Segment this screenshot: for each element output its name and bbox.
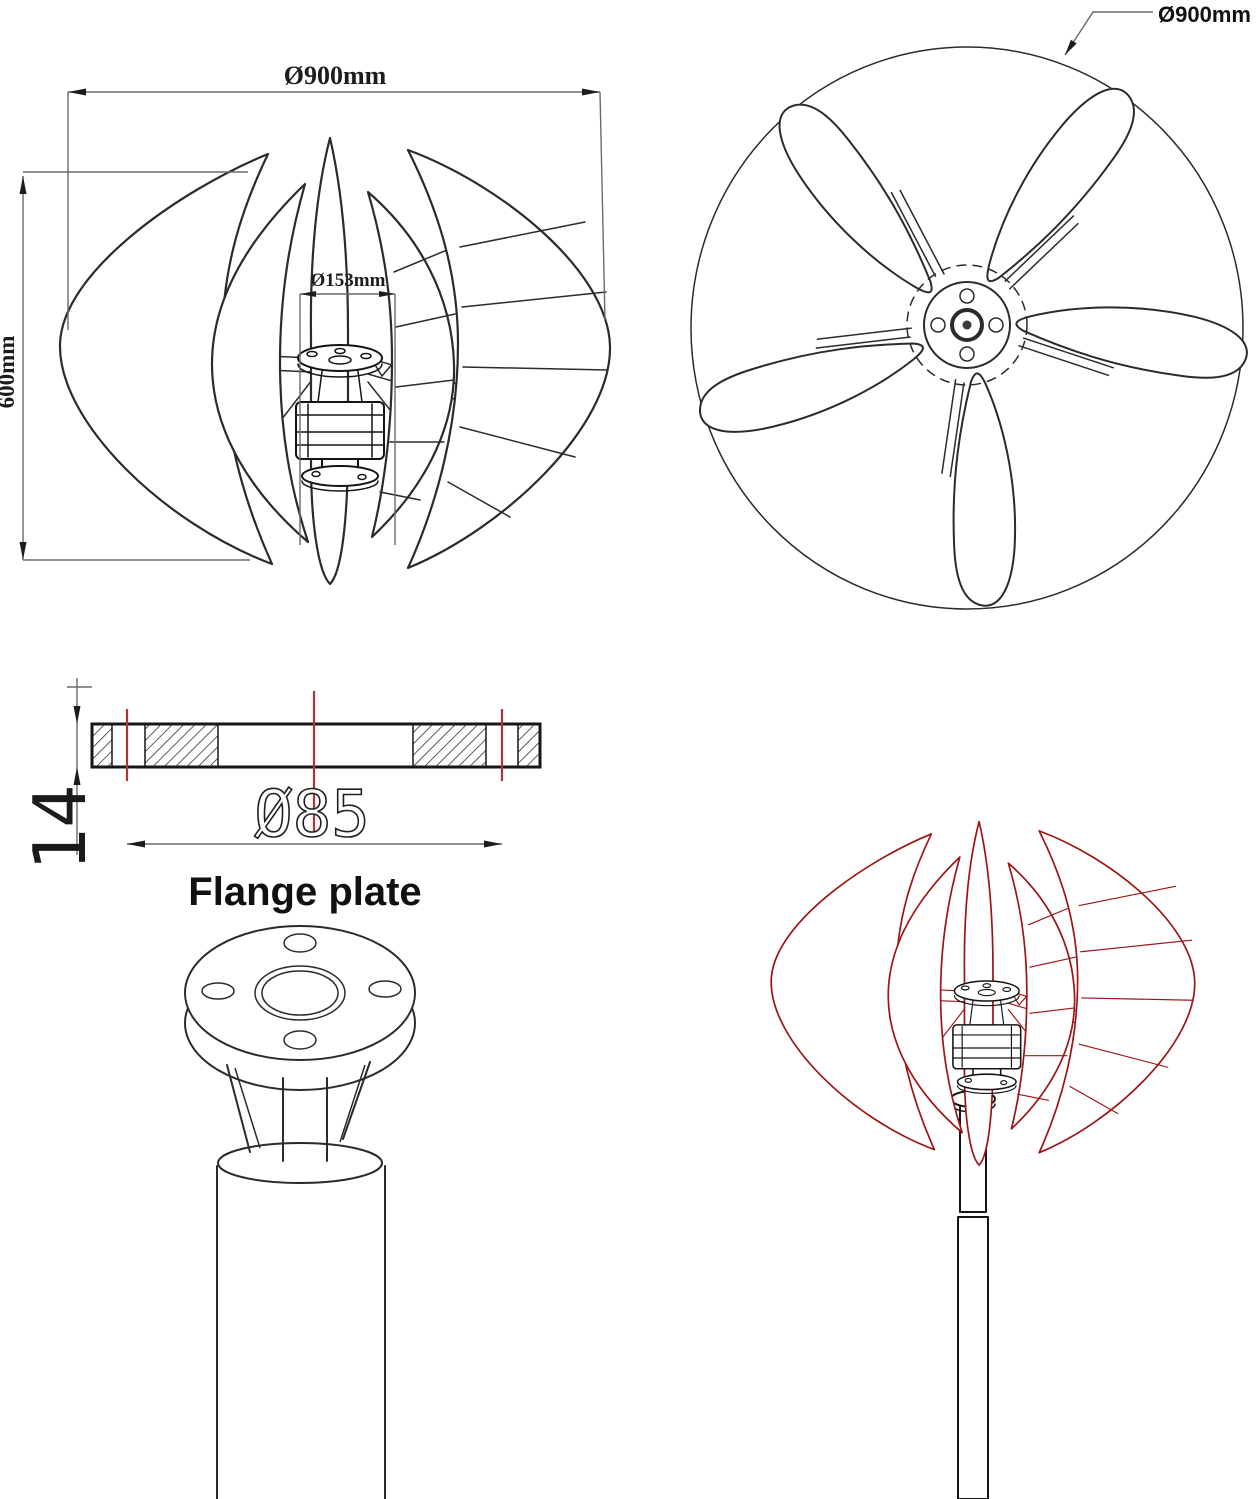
mount-cone xyxy=(226,1061,371,1162)
dim-width-900: Ø900mm xyxy=(67,61,606,330)
dim-label-height: 600mm xyxy=(0,336,19,409)
flange-caption: Flange plate xyxy=(188,870,421,914)
dim-top-diameter: Ø900mm xyxy=(1064,2,1251,56)
mast-pole xyxy=(957,1099,989,1499)
hatch-mid-left xyxy=(144,723,219,768)
dim-label-bolt-circle: Ø85 xyxy=(254,778,370,852)
rotor-blade-group xyxy=(699,87,1248,607)
hatch-right-end xyxy=(517,723,541,768)
rotor-hub xyxy=(906,264,1028,386)
rotor-blades xyxy=(699,87,1248,607)
flange-bolt-holes xyxy=(201,933,402,1050)
hatch-left-end xyxy=(91,723,113,768)
dim-bolt-circle-85: Ø85 xyxy=(127,777,502,853)
figure-flange-section: 14 Ø85 Flange plate xyxy=(18,678,542,914)
flange-disc-top xyxy=(184,925,416,1061)
dim-thickness-14: 14 xyxy=(18,678,102,871)
hatch-mid-right xyxy=(412,723,487,768)
dim-label-hub: Ø153mm xyxy=(311,270,386,291)
dim-label-top-diameter: Ø900mm xyxy=(1158,2,1251,27)
dim-height-600: 600mm xyxy=(0,171,250,561)
figure-top-view: Ø900mm xyxy=(690,2,1251,610)
figure-side-view: Ø900mm 600mm Ø153mm xyxy=(0,61,612,586)
pole-top-rim xyxy=(217,1142,383,1184)
rotor-circle xyxy=(690,46,1244,610)
dim-hub-153: Ø153mm xyxy=(299,270,396,545)
bolt-centerlines xyxy=(125,691,504,831)
pole xyxy=(216,1165,386,1499)
dim-label-thickness: 14 xyxy=(18,785,102,872)
figure-flange-3d xyxy=(184,925,416,1499)
figure-assembly-red xyxy=(770,820,1196,1499)
turbine-red-drawing xyxy=(770,820,1196,1166)
mast-lower-section xyxy=(957,1216,989,1499)
dim-label-width: Ø900mm xyxy=(284,61,387,90)
turbine-side-drawing xyxy=(58,136,612,586)
flange-center-bore xyxy=(254,965,346,1021)
